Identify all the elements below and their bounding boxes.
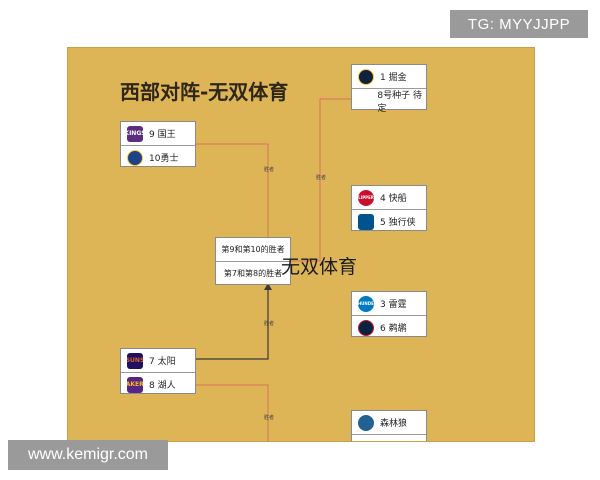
warriors-logo-icon [127, 149, 143, 166]
team-wolves: 森林狼 [352, 411, 426, 434]
team-nuggets: 1 掘金 [352, 65, 426, 88]
watermark-top: TG: MYYJJPP [450, 10, 588, 38]
connector-label: 胜者 [264, 167, 275, 173]
bracket-connectors [182, 98, 351, 441]
connector-label: 胜者 [316, 175, 327, 181]
team-warriors-label: 10勇士 [149, 154, 179, 164]
connector-label: 胜者 [264, 321, 275, 327]
nuggets-logo-icon [358, 68, 374, 85]
team-lakers-label: 8 湖人 [149, 381, 176, 391]
team-seed8-label: 8号种子 待定 [377, 90, 422, 114]
team-thunder: THUNDER 3 雷霆 [352, 292, 426, 315]
center-line-1: 第9和第10的胜者 [221, 245, 285, 254]
play-in-final-box: 第9和第10的胜者 第7和第8的胜者 [215, 237, 291, 285]
matchup-clippers-mavericks: CLIPPERS 4 快船 5 独行侠 [351, 185, 427, 231]
team-kings-label: 9 国王 [149, 130, 176, 140]
thunder-logo-icon: THUNDER [358, 295, 374, 312]
suns-logo-icon: SUNS [127, 352, 143, 369]
connector-suns-center [182, 285, 269, 360]
team-lakers: LAKERS 8 湖人 [121, 372, 195, 396]
wolves-logo-icon [358, 414, 374, 431]
matchup-kings-warriors: KINGS 9 国王 10勇士 [120, 121, 196, 167]
team-wolves-label: 森林狼 [380, 419, 408, 429]
team-clippers: CLIPPERS 4 快船 [352, 186, 426, 209]
overlay-watermark: 无双体育 [281, 256, 358, 278]
bracket-board: 西部对阵-无双体育 胜者 胜者 胜者 胜者 KINGS 9 国王 10勇士 SU… [67, 47, 535, 442]
team-seed8: 8号种子 待定 [352, 88, 426, 114]
matchup-thunder-pelicans: THUNDER 3 雷霆 6 鹈鹕 [351, 291, 427, 337]
team-pelicans-label: 6 鹈鹕 [380, 324, 407, 334]
pelicans-logo-icon [358, 319, 374, 336]
team-suns-label: 7 太阳 [149, 357, 176, 367]
clippers-logo-icon: CLIPPERS [358, 189, 374, 206]
bracket-title: 西部对阵-无双体育 [120, 80, 289, 104]
center-line-2: 第7和第8的胜者 [216, 261, 290, 285]
team-warriors: 10勇士 [121, 145, 195, 169]
connector-kings-warriors [182, 143, 269, 237]
watermark-bottom: www.kemigr.com [8, 440, 168, 470]
team-suns: SUNS 7 太阳 [121, 349, 195, 372]
connector-label: 胜者 [264, 415, 275, 421]
kings-logo-icon: KINGS [127, 125, 143, 142]
team-mavericks: 5 独行侠 [352, 209, 426, 233]
connector-lakers-down [182, 384, 269, 441]
matchup-wolves: 森林狼 [351, 410, 427, 441]
connector-center-nuggets [291, 98, 351, 262]
team-clippers-label: 4 快船 [380, 194, 407, 204]
team-pelicans: 6 鹈鹕 [352, 315, 426, 339]
team-nuggets-label: 1 掘金 [380, 73, 407, 83]
team-kings: KINGS 9 国王 [121, 122, 195, 145]
mavericks-logo-icon [358, 213, 374, 230]
matchup-suns-lakers: SUNS 7 太阳 LAKERS 8 湖人 [120, 348, 196, 394]
team-thunder-label: 3 雷霆 [380, 300, 407, 310]
team-mavericks-label: 5 独行侠 [380, 218, 416, 228]
lakers-logo-icon: LAKERS [127, 376, 143, 393]
matchup-nuggets-seed8: 1 掘金 8号种子 待定 [351, 64, 427, 114]
arrow-up-center [264, 283, 272, 290]
